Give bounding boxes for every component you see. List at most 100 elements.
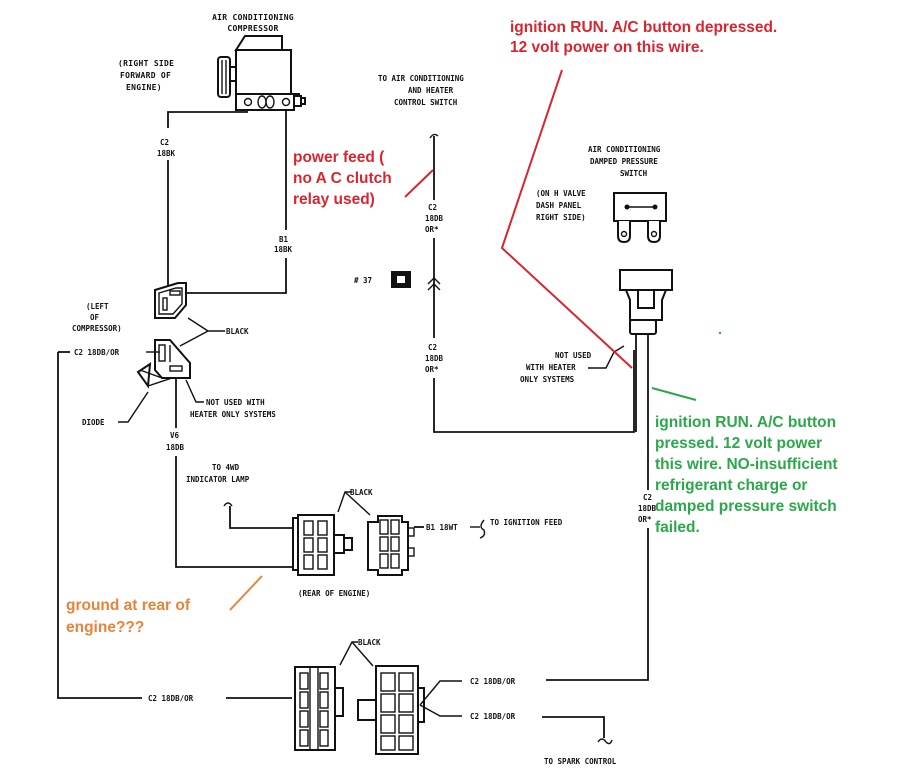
to-ignition-feed: TO IGNITION FEED [490,518,563,527]
pressure-switch-title-2: DAMPED PRESSURE [590,157,658,166]
wire-label-or-right: OR* [638,515,652,524]
ac-compressor [217,35,306,111]
compressor-location-1: (RIGHT SIDE [118,59,174,68]
to-spark-control: TO SPARK CONTROL [544,757,617,766]
annotation-red-top-2: 12 volt power on this wire. [510,39,704,56]
wire-label-b1: B1 [279,235,289,244]
wire-label-bottom-r2: C2 18DB/OR [470,712,516,721]
annotation-red-pointer [500,69,633,369]
annotation-green-2: pressed. 12 volt power [655,435,822,452]
annotation-green-6: failed. [655,519,700,536]
wire-b1-18bk [178,258,287,294]
pressure-switch-connector [619,269,673,490]
annotation-green-5: damped pressure switch [655,498,837,515]
wire-label-18bk-b1: 18BK [274,245,293,254]
wire-4wd [229,506,294,529]
not-used-leader-2 [588,345,625,369]
not-used-2-line1: NOT USED [555,351,592,360]
rear-of-engine-label: (REAR OF ENGINE) [298,589,370,598]
annotation-orange-1: ground at rear of [66,597,191,614]
rear-engine-connector-male [292,514,353,576]
wire-label-b1-18wt: B1 18WT [426,523,458,532]
wire-label-c2-right: C2 [643,493,652,502]
pressure-switch-location-3: RIGHT SIDE) [536,213,586,222]
connector-chevron-2 [427,283,441,291]
wire-break-spark [597,738,613,745]
annotation-orange-pointer [229,575,263,611]
wire-c2-right [546,528,649,681]
compressor-title-1: AIR CONDITIONING [212,13,294,22]
bottom-connector-female [357,665,425,755]
not-used-1-line2: HEATER ONLY SYSTEMS [190,410,276,419]
wire-label-or-mid: OR* [425,365,439,374]
wire-label-or-top: OR* [425,225,439,234]
wire-label-c2-18db-or-left: C2 18DB/OR [74,348,120,357]
control-switch-3: CONTROL SWITCH [394,98,458,107]
wire-to-pressure-switch [433,350,635,433]
annotation-power-feed-pointer [404,169,434,198]
black-label-bottom: BLACK [358,638,381,647]
annotation-green-3: this wire. NO-insufficient [655,456,838,473]
not-used-1-line1: NOT USED WITH [206,398,265,407]
wire-c2-18bk-top [167,111,248,128]
wire-label-c2-mid: C2 [428,343,437,352]
wire-label-18db-mid: 18DB [425,354,444,363]
wire-left-vertical [57,352,120,699]
not-used-2-line2: WITH HEATER [526,363,576,372]
annotation-orange-2: engine??? [66,619,144,636]
not-used-2-line3: ONLY SYSTEMS [520,375,575,384]
wire-label-18db-v6: 18DB [166,443,185,452]
wire-v6-18db [175,456,294,568]
ref-37: # 37 [354,276,372,285]
black-leader-6 [351,641,374,667]
diode-label: DIODE [82,418,105,427]
diode [136,362,173,389]
wire-to-spark [542,716,605,738]
ref-37-connector-icon-inner [397,276,405,283]
pressure-switch-title-1: AIR CONDITIONING [588,145,661,154]
control-switch-2: AND HEATER [408,86,454,95]
wire-label-c2-top: C2 [428,203,437,212]
compressor-location-3: ENGINE) [126,83,162,92]
pressure-switch-location-2: DASH PANEL [536,201,582,210]
annotation-green-pointer [651,387,697,401]
wire-break-4wd [223,502,233,507]
black-leader-2 [179,330,209,347]
black-leader-4 [344,491,371,516]
damped-pressure-switch [613,192,667,244]
wire-label-bottom-left: C2 18DB/OR [148,694,194,703]
wire-label-18db-top: 18DB [425,214,444,223]
annotation-power-feed-2: no A C clutch [293,170,392,187]
annotation-green-1: ignition RUN. A/C button [655,414,836,431]
wire-bottom-right-a [419,680,462,706]
wire-label-c2: C2 [160,138,169,147]
wire-bottom-right-b [419,704,462,717]
compressor-location-2: FORWARD OF [120,71,171,80]
pressure-switch-title-3: SWITCH [620,169,648,178]
to-4wd-1: TO 4WD [212,463,240,472]
to-4wd-2: INDICATOR LAMP [186,475,250,484]
compressor-title-2: COMPRESSOR [227,24,278,33]
diode-leader [118,391,149,423]
left-of-compressor-2: OF [90,313,100,322]
wire-label-18db-right: 18DB [638,504,657,513]
wire-break-control [429,133,439,139]
wire-break-ignition [479,519,486,539]
rear-engine-connector-female [367,515,415,576]
pressure-switch-location-1: (ON H VALVE [536,189,586,198]
left-of-compressor-1: (LEFT [86,302,109,311]
black-label-compressor: BLACK [226,327,249,336]
connector-chevron-1 [427,277,441,285]
compressor-connector-lower [154,339,191,379]
black-leader-1 [187,317,225,332]
black-label-rear: BLACK [350,488,373,497]
annotation-green-dot [718,331,722,335]
wire-label-bottom-r1: C2 18DB/OR [470,677,516,686]
annotation-green-4: refrigerant charge or [655,477,807,494]
annotation-power-feed-1: power feed ( [293,149,385,166]
wire-label-v6: V6 [170,431,180,440]
annotation-power-feed-3: relay used) [293,191,375,208]
bottom-connector-male [294,666,344,751]
compressor-connector-upper [154,282,187,319]
